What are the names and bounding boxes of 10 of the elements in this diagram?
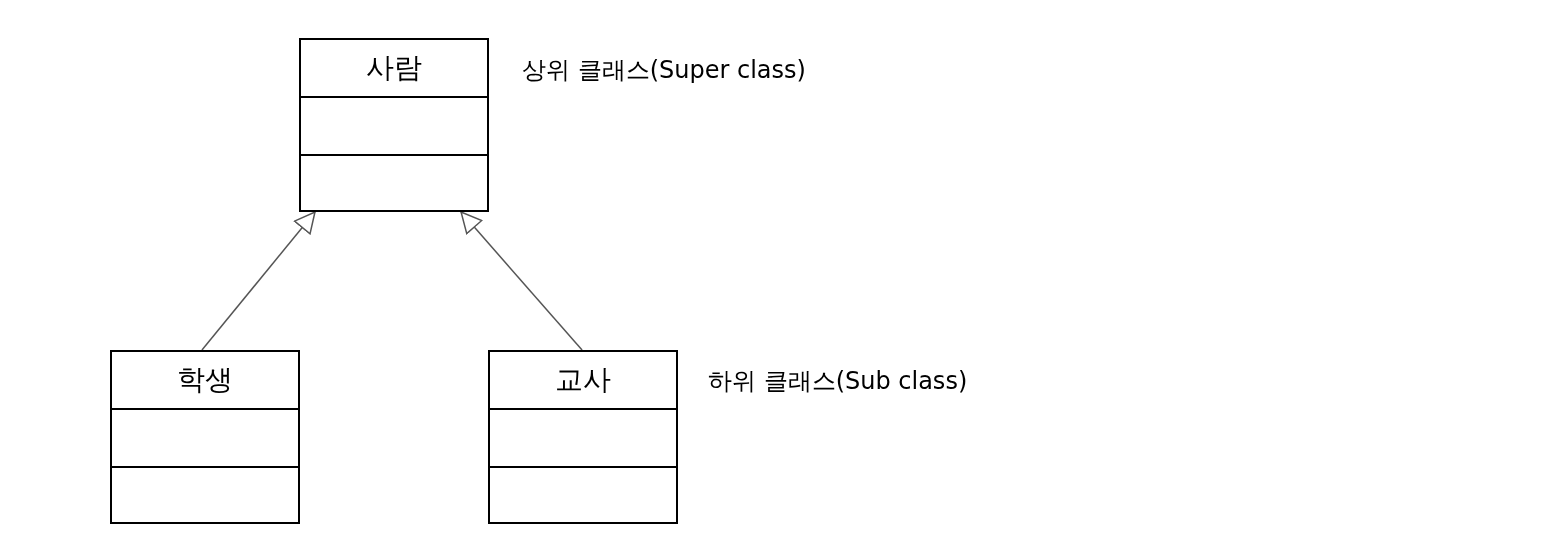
class-name: 교사 (555, 362, 611, 398)
class-box (110, 350, 300, 524)
inheritance-arrow (460, 211, 583, 351)
class-role-label: 상위 클래스(Super class) (522, 55, 806, 86)
class-name: 사람 (366, 50, 422, 86)
class-box (299, 38, 489, 212)
class-box (488, 350, 678, 524)
class-role-label: 하위 클래스(Sub class) (708, 366, 968, 397)
inheritance-arrow (201, 211, 316, 351)
class-name: 학생 (177, 362, 233, 398)
